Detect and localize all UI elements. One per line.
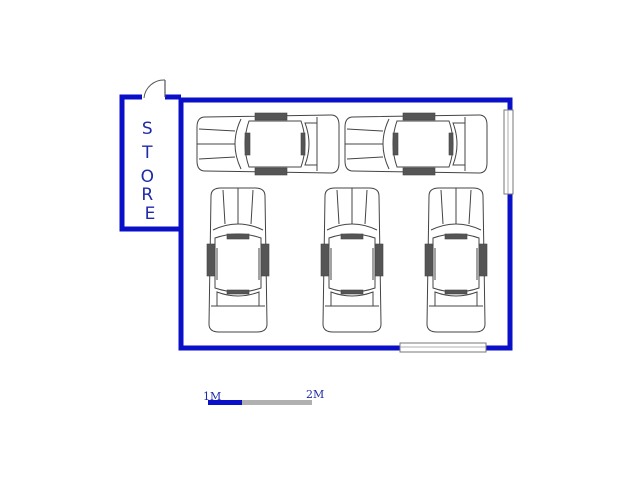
store-label: S T O R E [141,119,160,224]
window-right [503,109,514,195]
store-letter-o: O [141,167,154,187]
scale-label-end: 2M [306,388,324,401]
car-top-left [196,112,340,176]
store-letter-t: T [141,143,153,163]
store-letter-s: S [142,119,153,139]
car-bottom-right [424,187,488,333]
scale-bar-dark-segment [208,400,242,405]
store-wall [119,94,181,232]
car-bottom-middle [320,187,384,333]
door-swing [143,79,166,99]
store-letter-r: R [141,185,153,205]
store-letter-e: E [145,204,156,224]
garage-wall [178,97,513,351]
window-bottom [399,342,487,353]
car-top-right [344,112,488,176]
scale-label-start: 1M [203,390,221,403]
car-bottom-left [206,187,270,333]
scale-bar: 1M 2M [203,388,324,405]
scale-bar-grey-segment [242,400,312,405]
